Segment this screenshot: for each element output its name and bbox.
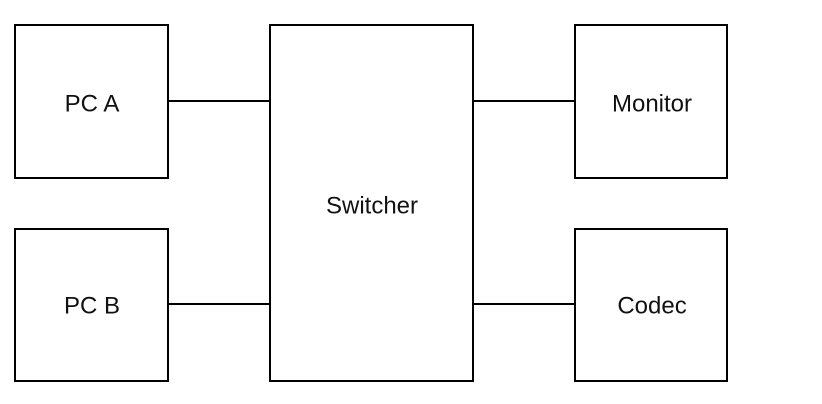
node-pc-b-label: PC B [64,293,120,320]
node-monitor-label: Monitor [612,91,692,118]
node-switcher: Switcher [269,24,474,382]
node-pc-b: PC B [14,228,169,382]
node-pc-a-label: PC A [65,91,120,118]
node-monitor: Monitor [574,24,728,179]
node-pc-a-box [14,24,169,179]
node-switcher-box [269,24,474,382]
node-codec-label: Codec [617,293,686,320]
node-switcher-label: Switcher [326,193,418,220]
node-monitor-box [574,24,728,179]
node-pc-b-box [14,228,169,382]
node-codec: Codec [574,228,728,382]
node-pc-a: PC A [14,24,169,179]
node-codec-box [574,228,728,382]
